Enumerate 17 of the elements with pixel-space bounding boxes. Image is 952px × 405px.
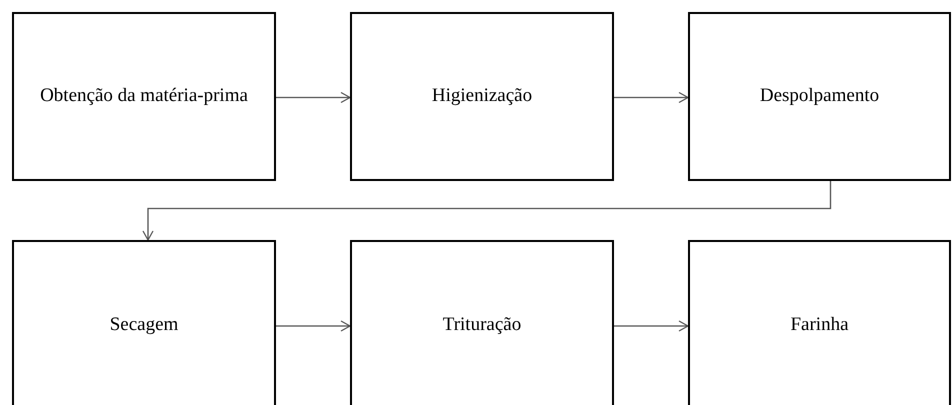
process-box — [688, 12, 951, 181]
step-label: Secagem — [108, 314, 180, 336]
arrow — [614, 320, 689, 332]
process-box — [12, 240, 276, 405]
step-label: Trituração — [442, 314, 522, 336]
step-label: Higienização — [430, 85, 534, 108]
arrow — [276, 92, 351, 104]
process-box — [350, 12, 614, 181]
arrow — [142, 181, 832, 241]
arrow — [276, 320, 351, 332]
process-box — [12, 12, 276, 181]
step-label: Despolpamento — [758, 85, 880, 108]
process-box — [350, 240, 614, 405]
process-box — [688, 240, 951, 405]
arrow — [614, 92, 689, 104]
step-label: Obtenção da matéria-prima — [39, 85, 249, 108]
step-label: Farinha — [789, 314, 850, 336]
